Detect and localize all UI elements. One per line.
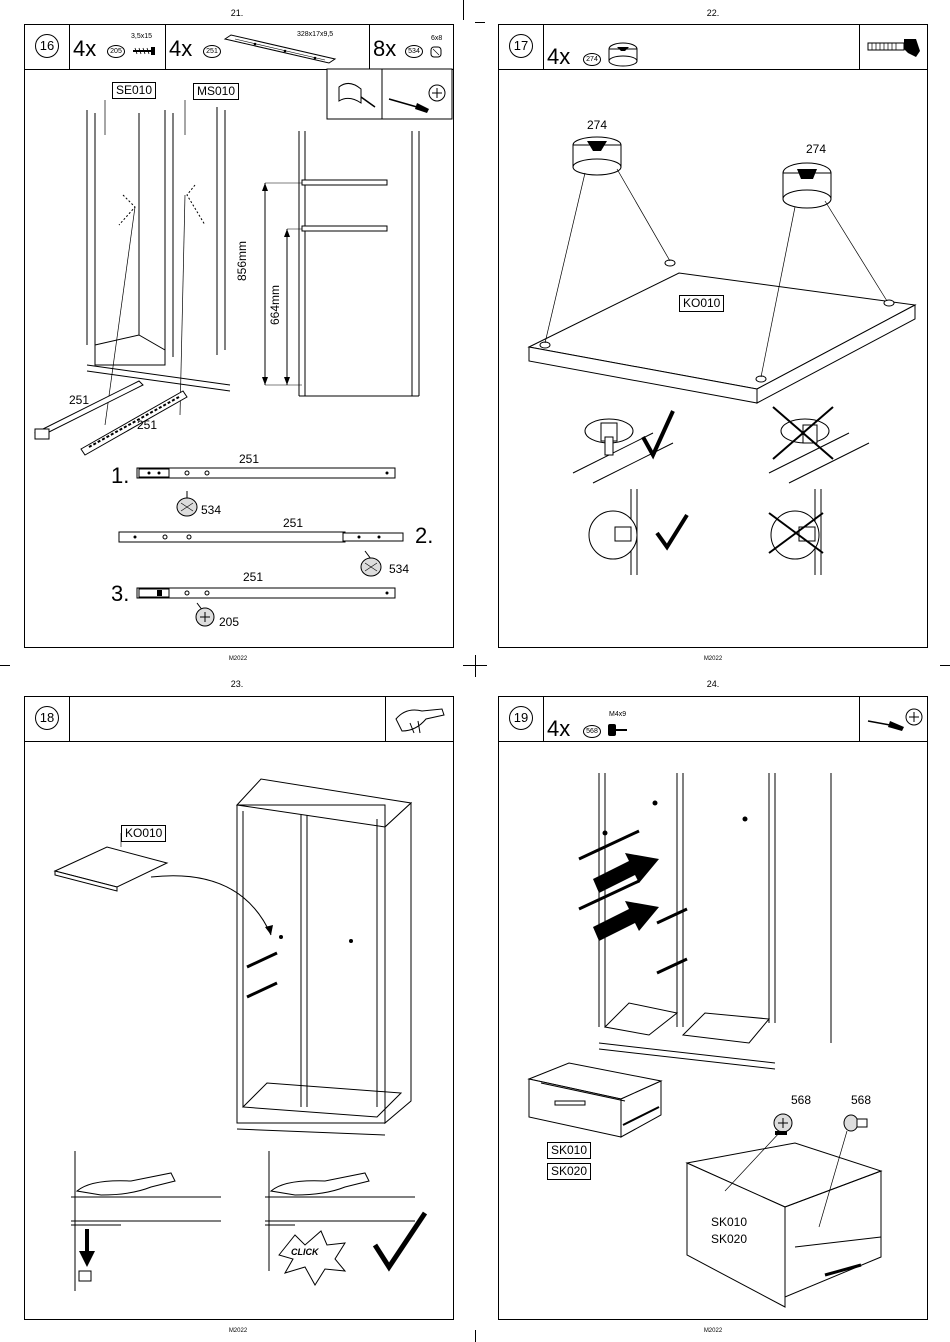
step-number: 16 <box>35 34 59 58</box>
screw-icon <box>131 45 157 57</box>
crop-mark <box>475 655 476 677</box>
dowel-icon <box>429 45 443 59</box>
part-534-cell: 8x 534 6x8 <box>369 25 452 69</box>
hand-cell <box>385 697 454 741</box>
footer-code: M2022 <box>683 1328 743 1334</box>
page-number-22: 22. <box>673 8 753 18</box>
step-number: 17 <box>509 34 533 58</box>
sub-step-2: 2. <box>415 523 433 549</box>
sub-step-1: 1. <box>111 463 129 489</box>
shelf-click-detail <box>265 1151 445 1291</box>
step-19-panel: 19 4x 568 M4x9 <box>498 696 928 1320</box>
part-ref-251: 251 <box>137 418 157 432</box>
wrong-insert-view <box>769 403 909 483</box>
part-ref-568: 568 <box>791 1093 811 1107</box>
tools-box <box>327 69 452 121</box>
screwdriver-cell <box>859 697 928 741</box>
dimension-856mm: 856mm <box>235 241 249 281</box>
crop-mark <box>475 1330 476 1342</box>
drawer-front-label-sk010: SK010 <box>711 1215 747 1229</box>
page-number-23: 23. <box>197 679 277 689</box>
drawer-label-sk020: SK020 <box>547 1163 591 1180</box>
correct-insert-view <box>573 403 713 483</box>
cabinet-runner-drawing <box>569 773 849 1073</box>
parts-header: 17 4x 274 <box>499 25 927 70</box>
click-label: CLICK <box>291 1247 319 1257</box>
cabinet-shelf-drawing <box>51 767 441 1147</box>
runner-step-3 <box>137 585 397 601</box>
part-code: 251 <box>203 45 221 58</box>
shelf-push-detail <box>71 1151 221 1291</box>
part-ref-274: 274 <box>587 118 607 132</box>
runner-step-1 <box>137 465 397 481</box>
crop-mark <box>475 22 485 23</box>
parts-header: 19 4x 568 M4x9 <box>499 697 927 742</box>
part-quantity: 4x <box>547 45 570 69</box>
page-number-21: 21. <box>197 8 277 18</box>
hammer-icon <box>866 35 922 61</box>
part-code: 274 <box>583 53 601 66</box>
screw-icon <box>607 723 629 737</box>
step-number: 18 <box>35 706 59 730</box>
runner-step-2 <box>119 529 409 545</box>
footer-code: M2022 <box>208 656 268 662</box>
part-ref-534: 534 <box>201 503 221 517</box>
crop-mark <box>463 0 464 20</box>
dimension-664mm: 664mm <box>268 285 282 325</box>
step-number: 19 <box>509 706 533 730</box>
part-ref-568: 568 <box>851 1093 871 1107</box>
part-code: 568 <box>583 725 601 738</box>
part-size: M4x9 <box>609 711 626 718</box>
part-size: 3,5x15 <box>131 33 152 40</box>
dowel-534 <box>175 491 199 519</box>
part-size: 6x8 <box>431 35 442 42</box>
screwdriver-icon <box>864 705 924 735</box>
sub-step-3: 3. <box>111 581 129 607</box>
step-number-cell: 17 <box>499 25 544 69</box>
part-ref-251: 251 <box>243 570 263 584</box>
part-quantity: 4x <box>169 37 192 61</box>
part-quantity: 4x <box>547 717 570 741</box>
wrong-side-view <box>765 489 845 575</box>
step-number-cell: 16 <box>25 25 70 69</box>
screw-205 <box>191 603 217 627</box>
part-ref-534: 534 <box>389 562 409 576</box>
parts-header: 18 <box>25 697 453 742</box>
part-ref-251: 251 <box>239 452 259 466</box>
step-17-panel: 17 4x 274 274 274 <box>498 24 928 648</box>
runners-pair <box>33 375 203 455</box>
drawer-box-large <box>685 1107 885 1317</box>
drawer-label-sk010: SK010 <box>547 1142 591 1159</box>
drawer-box-small <box>525 1063 665 1143</box>
step-18-panel: 18 KO010 <box>24 696 454 1320</box>
step-16-panel: 16 4x 205 3,5x15 4x 251 328x17x9,5 8x 53 <box>24 24 454 648</box>
part-quantity: 8x <box>373 37 396 61</box>
dimension-drawing <box>257 131 437 411</box>
crop-mark <box>940 665 950 666</box>
panel-label-ko010: KO010 <box>679 295 724 312</box>
footer-code: M2022 <box>683 656 743 662</box>
part-205-cell: 4x 205 3,5x15 <box>69 25 166 69</box>
drawer-runner-icon <box>225 33 335 65</box>
part-ref-251: 251 <box>69 393 89 407</box>
page-number-24: 24. <box>673 679 753 689</box>
drawer-front-label-sk020: SK020 <box>711 1232 747 1246</box>
part-code: 534 <box>405 45 423 58</box>
part-ref-205: 205 <box>219 615 239 629</box>
part-quantity: 4x <box>73 37 96 61</box>
step-number-cell: 18 <box>25 697 70 741</box>
correct-side-view <box>587 489 707 575</box>
dowel-534 <box>359 551 383 579</box>
crop-mark <box>0 665 10 666</box>
hammer-cell <box>859 25 928 69</box>
cam-lock-icon <box>605 41 645 67</box>
top-panel-drawing <box>525 133 925 403</box>
part-251-cell: 4x 251 328x17x9,5 <box>165 25 370 69</box>
part-code: 205 <box>107 45 125 58</box>
step-number-cell: 19 <box>499 697 544 741</box>
part-ref-251: 251 <box>283 516 303 530</box>
parts-header: 16 4x 205 3,5x15 4x 251 328x17x9,5 8x 53 <box>25 25 453 70</box>
footer-code: M2022 <box>208 1328 268 1334</box>
hand-icon <box>392 703 448 735</box>
